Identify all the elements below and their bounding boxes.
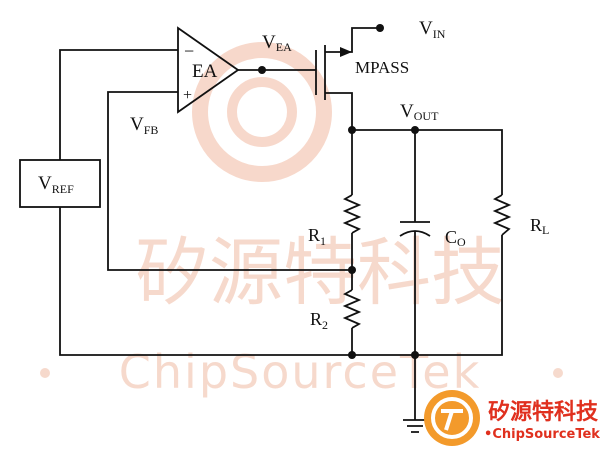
label-vin: VIN <box>419 18 446 41</box>
label-r1: R1 <box>308 225 326 248</box>
brand-logo-latin: •ChipSourceTek• <box>484 427 600 442</box>
wire-ground-rail <box>59 207 415 356</box>
brand-logo-chinese: 矽源特科技 <box>488 399 599 425</box>
wire-rl-bottom <box>415 235 503 356</box>
watermark-logo-ring <box>192 42 332 182</box>
wires <box>19 26 512 433</box>
junction-ground-r2 <box>348 351 356 359</box>
label-r2: R2 <box>310 309 328 332</box>
label-mpass: MPASS <box>355 58 409 77</box>
brand-logo-mark <box>441 409 463 431</box>
label-vea: VEA <box>262 32 292 54</box>
junction-vin <box>376 24 384 32</box>
resistor-r1 <box>342 194 362 234</box>
mosfet-arrow <box>340 47 352 57</box>
opamp-plus-sign: + <box>183 87 192 104</box>
brand-logo-ring <box>431 397 473 439</box>
label-vref: VREF <box>38 173 74 196</box>
wire-vout-rail <box>352 129 503 195</box>
resistor-r2 <box>342 289 362 329</box>
watermark-dot-left <box>40 368 50 378</box>
label-co: CO <box>445 227 466 249</box>
wire-vref-to-minus <box>59 49 178 160</box>
watermark-logo-inner <box>227 77 297 147</box>
opamp-minus-sign: − <box>184 41 194 61</box>
junction-feedback <box>348 266 356 274</box>
junction-vout-co <box>411 126 419 134</box>
watermark-chinese: 矽源特科技 <box>135 230 505 316</box>
label-vout: VOUT <box>400 101 439 123</box>
junction-vout <box>348 126 356 134</box>
ground-symbol <box>403 419 427 433</box>
junction-vea <box>258 66 266 74</box>
resistor-rl <box>492 194 512 236</box>
brand-logo: 矽源特科技 •ChipSourceTek• <box>424 390 600 446</box>
watermark: 矽源特科技 ChipSourceTek <box>40 42 563 399</box>
junction-ground-co <box>411 351 419 359</box>
wire-feedback <box>107 91 352 271</box>
label-ea: EA <box>192 61 218 82</box>
opamp-triangle <box>177 26 240 114</box>
wire-drain <box>325 92 353 130</box>
junctions <box>258 24 419 359</box>
wire-vin <box>325 27 380 53</box>
label-vfb: VFB <box>130 114 158 137</box>
watermark-dot-right <box>553 368 563 378</box>
label-rl: RL <box>530 215 549 237</box>
watermark-latin: ChipSourceTek <box>119 345 481 399</box>
